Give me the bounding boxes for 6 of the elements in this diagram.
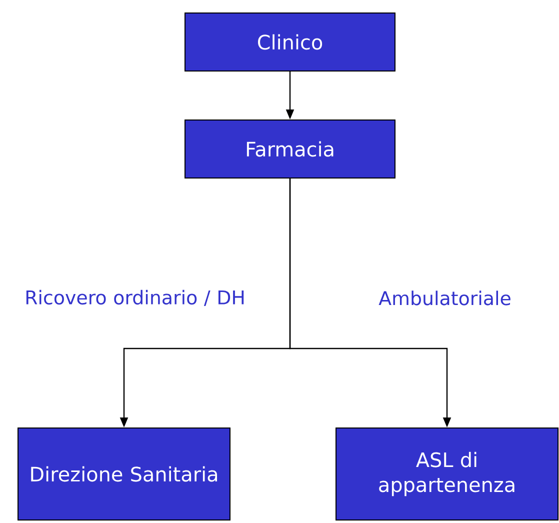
process-box: Farmacia — [184, 120, 396, 178]
process-box: ASL di appartenenza — [336, 428, 558, 520]
edge-label: Ambulatoriale — [378, 290, 510, 306]
process-box: Clinico — [184, 12, 396, 72]
process-box: Direzione Sanitaria — [18, 428, 230, 520]
edge-label: Ricovero ordinario / DH — [26, 290, 244, 306]
